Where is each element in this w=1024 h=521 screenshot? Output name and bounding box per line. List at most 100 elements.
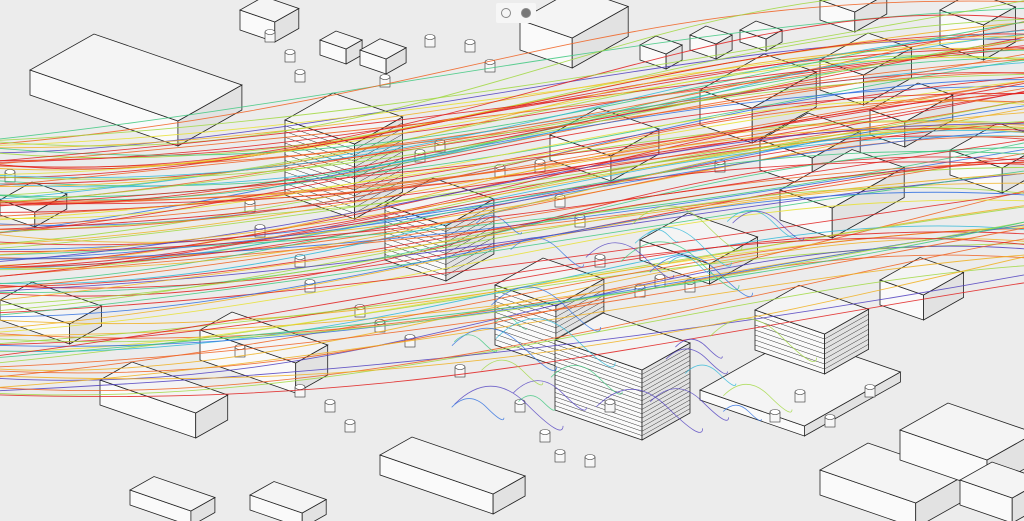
tree-icon [294,69,306,75]
wind-streamline [0,45,1024,162]
wind-streamline [454,385,564,431]
wind-streamline [0,21,1024,156]
context-building [819,0,888,33]
wind-streamline [585,242,675,279]
wind-streamline [0,91,1024,230]
tree-icon [379,74,391,80]
tree-icon [4,169,16,175]
wind-streamline [518,395,556,411]
wind-streamline [0,170,1024,316]
wind-streamline [0,228,1024,378]
wind-streamline [0,120,1024,245]
wind-streamline [0,14,1024,168]
wind-streamline [0,205,1024,325]
wind-streamline [0,142,1024,256]
wind-streamline [0,227,1024,368]
tree-icon [264,29,276,35]
tree-icon [539,429,551,435]
wind-streamline [0,161,1024,277]
tree-icon [324,399,336,405]
wind-streamline [0,81,1024,226]
wind-streamline [632,205,743,251]
tree-icon [554,449,566,455]
wind-streamline [0,54,1024,196]
wind-streamline [0,72,1024,206]
tree-icon [824,414,836,420]
tree-icon [584,454,596,460]
wind-streamline [726,209,796,238]
wind-streamline [665,348,728,375]
tree-icon [604,399,616,405]
context-building [519,0,630,69]
wind-streamline [0,147,1024,294]
wind-streamline [0,125,1024,245]
wind-streamline [0,36,1024,185]
tree-icon [794,389,806,395]
wind-streamline [0,191,1024,318]
tree-icon [769,409,781,415]
context-building [29,33,243,147]
wind-streamline [722,404,762,421]
wind-streamline [0,256,1024,380]
context-building [99,361,229,439]
wind-streamline [595,388,704,433]
context-building [879,257,965,321]
wind-streamline [0,100,1024,231]
wind-streamline [0,7,1024,140]
wind-streamline [0,237,1024,356]
context-building [819,442,965,521]
wind-streamline [0,167,1024,311]
wind-streamline [668,256,713,275]
wind-streamline [0,18,1024,159]
wind-streamline [481,359,544,386]
wind-streamline [0,151,1024,284]
wind-streamline [0,161,1024,288]
wind-streamline [0,92,1024,234]
context-building [689,25,734,60]
tree-icon [464,39,476,45]
wind-streamline [0,100,1024,217]
wind-streamline [491,286,602,332]
tree-icon [344,419,356,425]
wind-streamline [550,365,623,395]
wind-streamline [723,383,793,413]
tree-icon [594,254,606,260]
wind-streamline [0,206,1024,345]
wind-streamline [0,162,1024,289]
wind-streamline [453,334,498,353]
wind-streamline [0,156,1024,297]
main-building [554,312,691,441]
tree-icon [284,49,296,55]
wind-streamline [0,0,833,147]
wind-streamline [0,231,1024,345]
wind-streamline [0,30,1024,178]
orbit-icon[interactable] [501,8,511,18]
wind-streamline [0,91,1024,205]
wind-streamline [451,327,558,371]
wind-streamline [0,139,1024,253]
wind-streamline [0,112,1024,255]
view-cube-icon[interactable] [521,8,531,18]
wind-streamline [0,121,1024,266]
wind-streamline [0,238,1024,371]
wind-streamline [0,221,1024,358]
wind-streamline [0,121,1024,268]
wind-streamline [0,22,1024,149]
wind-streamline [510,237,584,268]
wind-streamline [0,265,1024,396]
wind-streamline [0,39,1024,180]
wind-streamline [732,210,805,241]
wind-streamline [0,157,1024,289]
context-building [739,20,784,52]
wind-streamline [451,398,505,421]
wind-streamline [0,135,1024,270]
context-building [319,30,364,65]
wind-streamline [0,99,1024,219]
wind-streamline [0,199,1024,333]
wind-streamline [495,316,528,330]
wind-streamline [647,229,679,243]
wind-streamline [0,172,1024,301]
view-toolbar [496,3,536,23]
context-building [129,476,216,521]
